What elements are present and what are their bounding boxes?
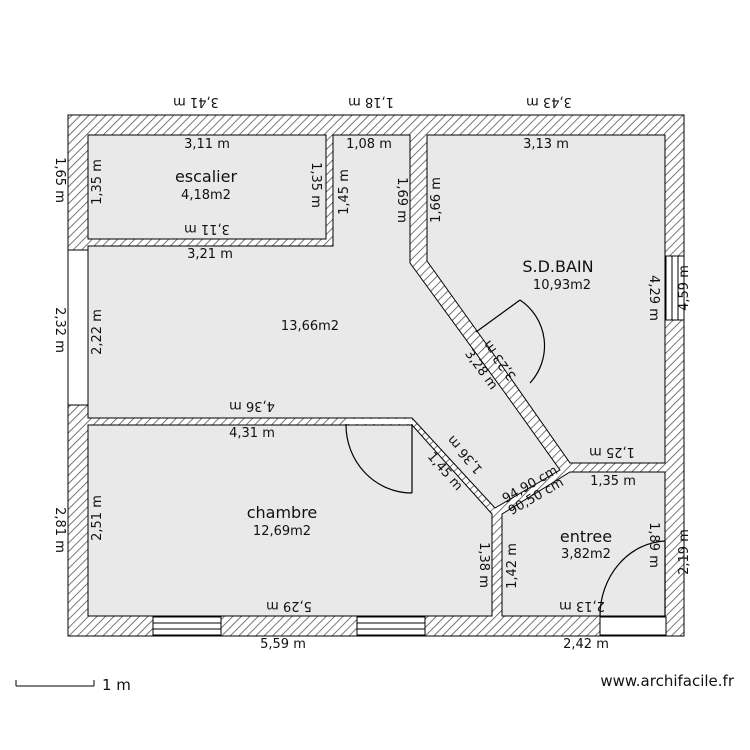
window-bottom-2 (356, 616, 426, 636)
dim-corridor-right: 1,69 m (394, 177, 409, 223)
dim-entree-bottom-in: 2,13 m (559, 598, 605, 613)
dim-entree-right: 1,89 m (646, 522, 661, 568)
door-chambre (345, 419, 413, 494)
room-area-escalier: 4,18m2 (181, 188, 231, 203)
room-escalier (87, 134, 327, 240)
dim-bottom-entree-out: 2,42 m (563, 637, 609, 652)
dim-right-entree-out: 2,19 m (677, 529, 692, 575)
dim-right-sdb-out: 4,59 m (677, 265, 692, 311)
room-area-entree: 3,82m2 (561, 547, 611, 562)
dim-chambre-left: 2,51 m (90, 495, 105, 541)
window-right (665, 255, 685, 321)
room-area-chambre: 12,69m2 (253, 524, 311, 539)
dim-escalier-right: 1,35 m (308, 162, 323, 208)
dim-bottom-chambre-out: 5,59 m (260, 637, 306, 652)
room-area-sdb: 10,93m2 (533, 278, 591, 293)
dim-corridor-top: 1,08 m (346, 137, 392, 152)
dim-sdb-top: 3,13 m (523, 137, 569, 152)
room-chambre (87, 424, 493, 617)
window-left (67, 249, 89, 406)
dim-top-mid-out: 1,18 m (348, 94, 394, 109)
site-credit: www.archifacile.fr (600, 672, 734, 690)
dim-left-escalier-out: 1,65 m (52, 157, 67, 203)
room-sejour (87, 134, 561, 509)
dim-chambre-right: 1,38 m (476, 542, 491, 588)
dim-chambre-top: 4,31 m (229, 426, 275, 441)
door-sdb (475, 299, 546, 384)
dim-left-sejour-out: 2,32 m (52, 307, 67, 353)
dim-chambre-bottom-in: 5,29 m (266, 598, 312, 613)
dim-escalier-top: 3,11 m (184, 137, 230, 152)
dim-escalier-bottom-in: 3,11 m (184, 221, 230, 236)
door-entree (599, 540, 666, 617)
scale-label: 1 m (102, 676, 131, 694)
room-label-sdb: S.D.BAIN (522, 257, 593, 276)
dim-top-sdb-out: 3,43 m (526, 94, 572, 109)
dim-escalier-left: 1,35 m (90, 159, 105, 205)
room-label-chambre: chambre (247, 503, 318, 522)
dim-sdb-right: 4,29 m (646, 275, 661, 321)
room-sdb (426, 134, 666, 464)
dim-sejour-left: 2,22 m (90, 309, 105, 355)
entrance-door-gap (599, 616, 667, 636)
dim-entree-left: 1,42 m (505, 543, 520, 589)
dim-left-chambre-out: 2,81 m (52, 507, 67, 553)
room-area-sejour: 13,66m2 (281, 319, 339, 334)
room-label-escalier: escalier (175, 167, 238, 186)
room-label-entree: entree (560, 527, 612, 546)
window-bottom-1 (152, 616, 222, 636)
scale-bar (15, 680, 95, 687)
dim-sdb-bottom: 1,25 m (589, 444, 635, 459)
dim-entree-top: 1,35 m (590, 474, 636, 489)
dim-sejour-top: 3,21 m (187, 247, 233, 262)
dim-top-escalier-out: 3,41 m (173, 94, 219, 109)
dim-sdb-left: 1,66 m (429, 177, 444, 223)
dim-corridor-left: 1,45 m (337, 169, 352, 215)
dim-sejour-bottom: 4,36 m (229, 398, 275, 413)
